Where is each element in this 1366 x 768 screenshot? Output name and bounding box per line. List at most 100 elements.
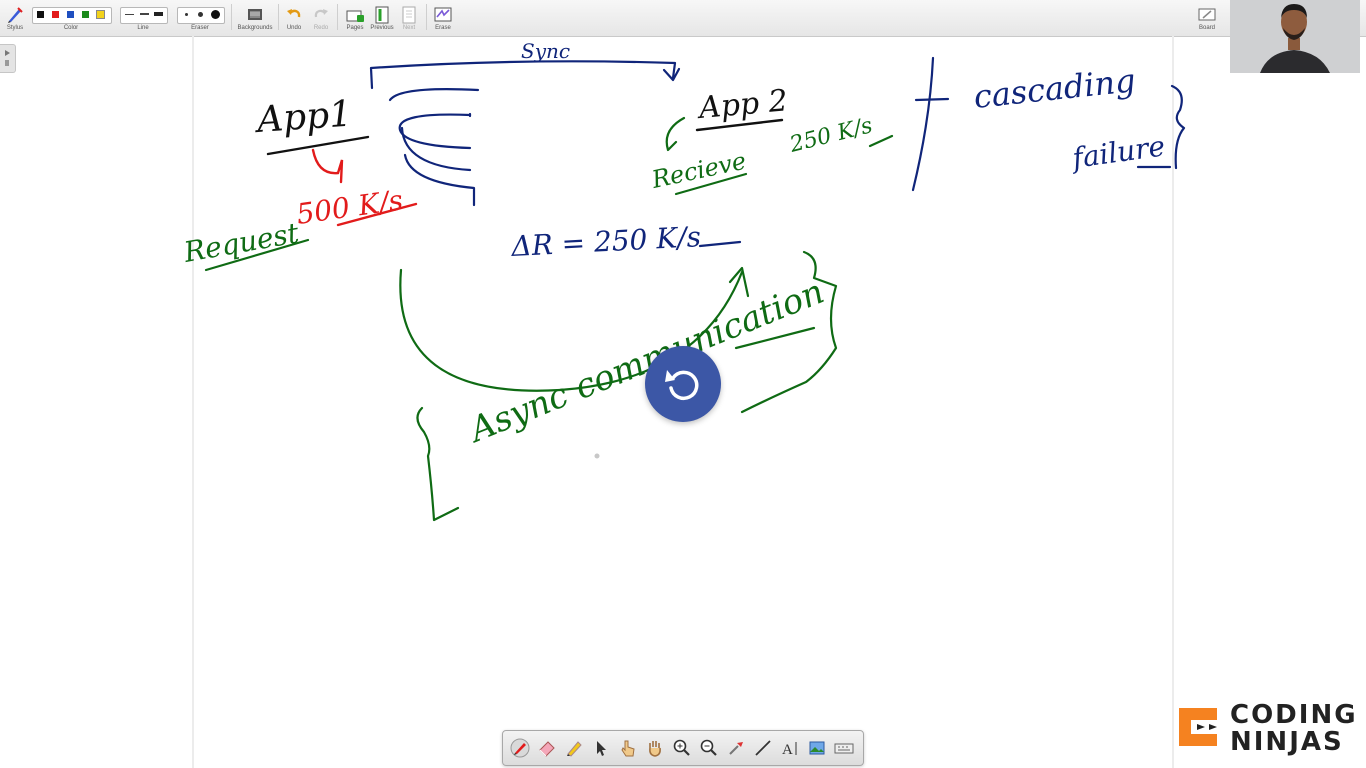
redo-label: Redo xyxy=(313,25,329,31)
redo-button[interactable]: Redo xyxy=(311,3,331,35)
undo-icon xyxy=(287,9,301,18)
line-tool-icon[interactable] xyxy=(753,738,773,758)
eraser-tool-icon[interactable] xyxy=(537,738,557,758)
board-button[interactable]: Board xyxy=(1196,3,1218,35)
expand-arrow-icon xyxy=(5,50,10,66)
delta-r-underline xyxy=(698,240,742,248)
backgrounds-label: Backgrounds xyxy=(237,25,273,31)
zoom-out-icon[interactable] xyxy=(699,738,719,758)
color-swatch-green[interactable] xyxy=(82,11,89,18)
pointer-tool-icon[interactable] xyxy=(591,738,611,758)
presenter-webcam xyxy=(1230,0,1360,73)
page-left-edge xyxy=(192,36,194,768)
replay-button[interactable] xyxy=(645,346,721,422)
erase-page-icon xyxy=(434,7,452,22)
request-underline xyxy=(204,238,310,272)
previous-label: Previous xyxy=(370,25,394,31)
failure-label: failure xyxy=(1068,129,1167,175)
keyboard-icon[interactable] xyxy=(834,738,854,758)
coding-ninjas-logo: CODING NINJAS xyxy=(1173,700,1363,756)
color-picker: Color xyxy=(32,3,112,35)
line-width-medium[interactable] xyxy=(140,13,149,15)
undo-label: Undo xyxy=(286,25,302,31)
color-swatch-red[interactable] xyxy=(52,11,59,18)
eraser-label: Eraser xyxy=(191,25,209,31)
backgrounds-button[interactable]: Backgrounds xyxy=(237,3,273,35)
svg-text:A: A xyxy=(782,742,793,758)
async-arrowhead xyxy=(728,266,750,298)
app1-label: App1 xyxy=(253,93,354,141)
request-label: Request xyxy=(181,216,302,269)
line-width-box xyxy=(120,7,168,24)
top-toolbar: Stylus Color Line Eraser Backgrounds xyxy=(0,0,1366,37)
highlighter-tool-icon[interactable] xyxy=(564,738,584,758)
async-left-brace xyxy=(416,406,460,522)
color-swatch-yellow[interactable] xyxy=(96,10,105,19)
next-page-icon xyxy=(402,6,416,24)
stylus-label: Stylus xyxy=(6,25,24,31)
delta-r-label: ΔR = 250 K/s xyxy=(510,220,702,263)
erase-page-button[interactable]: Erase xyxy=(432,3,454,35)
line-label: Line xyxy=(137,25,149,31)
pen-tool-icon[interactable] xyxy=(510,738,530,758)
page-right-edge xyxy=(1172,36,1174,768)
previous-page-button[interactable]: Previous xyxy=(370,3,394,35)
stylus-tool[interactable]: Stylus xyxy=(4,3,26,35)
line-width-thin[interactable] xyxy=(125,14,134,15)
undo-button[interactable]: Undo xyxy=(284,3,304,35)
pages-icon xyxy=(346,10,364,22)
rate-500-underline xyxy=(336,202,418,227)
eraser-size-small[interactable] xyxy=(185,13,188,16)
previous-page-icon xyxy=(375,6,389,24)
next-label: Next xyxy=(402,25,416,31)
eraser-size-picker: Eraser xyxy=(177,3,225,35)
rate-250-label: 250 K/s xyxy=(786,113,875,158)
receive-hook xyxy=(665,116,686,152)
color-label: Color xyxy=(63,25,79,31)
drawing-tool-palette: A xyxy=(502,730,864,766)
backgrounds-icon xyxy=(248,9,262,20)
eraser-size-large[interactable] xyxy=(211,10,220,19)
toolbar-divider xyxy=(337,4,338,30)
request-arcs xyxy=(388,88,480,207)
toolbar-divider xyxy=(278,4,279,30)
whiteboard-canvas[interactable]: Sync App1 500 K/s Request App 2 Recieve … xyxy=(0,36,1366,768)
replay-icon xyxy=(665,370,699,401)
eyedropper-icon[interactable] xyxy=(726,738,746,758)
cursor-dot xyxy=(594,453,600,459)
color-swatch-blue[interactable] xyxy=(67,11,74,18)
line-width-thick[interactable] xyxy=(154,12,163,16)
hand-pointer-icon[interactable] xyxy=(618,738,638,758)
sync-arrow xyxy=(369,60,677,90)
zoom-in-icon[interactable] xyxy=(672,738,692,758)
app2-label: App 2 xyxy=(695,83,789,126)
receive-underline xyxy=(674,172,748,196)
rate-250-underline xyxy=(868,134,894,148)
toolbar-divider xyxy=(426,4,427,30)
logo-text-line1: CODING xyxy=(1230,700,1358,730)
pages-button[interactable]: Pages xyxy=(344,3,366,35)
text-tool-icon[interactable]: A xyxy=(780,738,800,758)
line-width-picker: Line xyxy=(120,3,168,35)
eraser-size-medium[interactable] xyxy=(198,12,203,17)
color-swatch-black[interactable] xyxy=(37,11,44,18)
app1-underline xyxy=(266,135,370,156)
image-tool-icon[interactable] xyxy=(807,738,827,758)
cascading-brace xyxy=(1170,84,1186,170)
redo-icon xyxy=(314,9,328,18)
cascading-label: cascading xyxy=(972,61,1137,116)
ninja-logo-icon xyxy=(1179,708,1217,746)
sync-arrowhead xyxy=(662,67,681,82)
side-panel-toggle[interactable] xyxy=(0,44,16,73)
toolbar-divider xyxy=(231,4,232,30)
next-page-button[interactable]: Next xyxy=(398,3,420,35)
presenter-avatar-icon xyxy=(1230,0,1360,73)
pages-label: Pages xyxy=(346,25,364,31)
async-underline xyxy=(734,326,816,350)
stylus-icon xyxy=(8,7,23,23)
sync-label: Sync xyxy=(521,39,570,63)
async-curve xyxy=(399,268,744,392)
hand-pan-icon[interactable] xyxy=(645,738,665,758)
cascading-arrow xyxy=(911,56,950,192)
rate-500-label: 500 K/s xyxy=(294,183,405,231)
